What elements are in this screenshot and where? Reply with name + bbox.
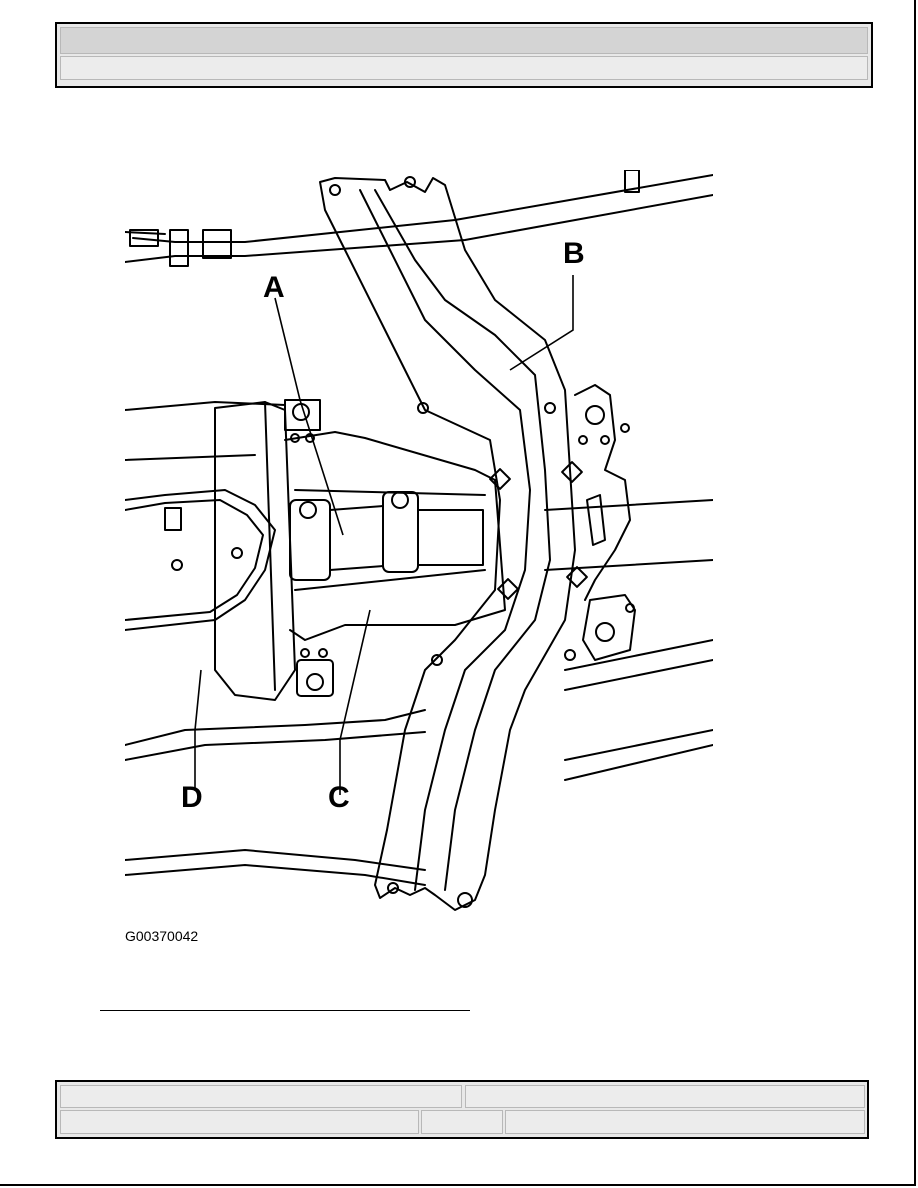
footer-cell-4 <box>421 1110 503 1134</box>
header-title-cell <box>60 27 868 54</box>
footer-cell-1 <box>60 1085 462 1108</box>
header-table <box>55 22 873 88</box>
footnote-rule <box>100 1010 470 1011</box>
footer-table <box>55 1080 869 1139</box>
footer-cell-2 <box>465 1085 865 1108</box>
callout-c: C <box>328 781 350 814</box>
callout-d: D <box>181 781 203 814</box>
callout-a: A <box>263 271 285 304</box>
header-subtitle-cell <box>60 56 868 80</box>
callout-b: B <box>563 237 585 270</box>
footer-cell-5 <box>505 1110 865 1134</box>
footer-cell-3 <box>60 1110 419 1134</box>
illustration-crossmember-exhaust: A B C D <box>125 170 713 911</box>
figure-caption: G00370042 <box>125 928 199 944</box>
